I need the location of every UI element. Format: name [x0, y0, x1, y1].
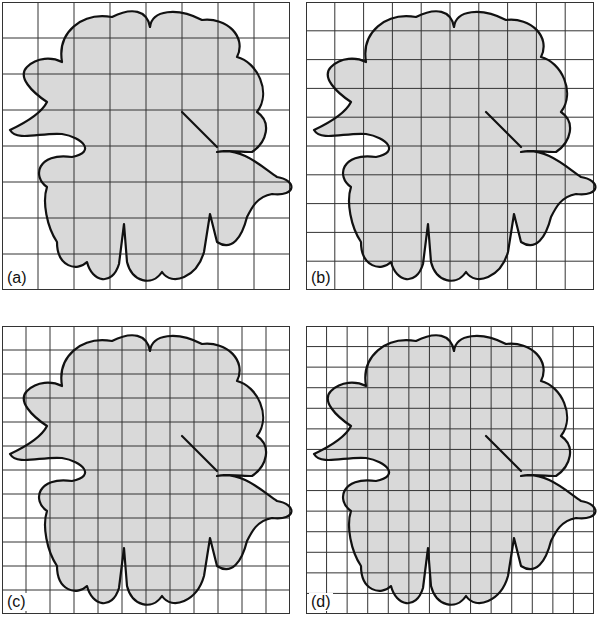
- grid-line: [306, 146, 594, 147]
- grid-line: [478, 2, 479, 290]
- grid-line: [218, 2, 219, 290]
- grid-line: [536, 2, 537, 290]
- grid-line: [491, 326, 492, 614]
- grid-line: [170, 326, 171, 614]
- shape-outline: [314, 335, 595, 604]
- grid-line: [2, 590, 290, 591]
- grid-line: [2, 182, 290, 183]
- grid-line: [565, 2, 566, 290]
- grid-line: [306, 490, 594, 491]
- grid-panel: [306, 2, 595, 290]
- grid-line: [218, 326, 219, 614]
- panel-label: (d): [309, 593, 333, 611]
- slit-line: [182, 436, 217, 471]
- grid-line: [511, 326, 512, 614]
- grid-line: [2, 254, 290, 255]
- grid-line: [2, 146, 290, 147]
- grid-line: [306, 552, 594, 553]
- grid-panel: [2, 326, 291, 614]
- grid-line: [2, 566, 290, 567]
- grid-line: [254, 2, 255, 290]
- grid-line: [2, 494, 290, 495]
- grid-line: [306, 572, 594, 573]
- grid-line: [470, 326, 471, 614]
- shape-outline: [314, 11, 595, 280]
- grid-line: [552, 326, 553, 614]
- grid-line: [306, 174, 594, 175]
- panel-frame: [307, 3, 594, 290]
- slit-line: [486, 112, 521, 147]
- slit-line: [182, 112, 217, 147]
- grid-line: [194, 326, 195, 614]
- panel-frame: [3, 3, 290, 290]
- grid-line: [306, 232, 594, 233]
- grid-line: [306, 593, 594, 594]
- grid-line: [2, 470, 290, 471]
- grid-line: [306, 261, 594, 262]
- grid-line: [573, 326, 574, 614]
- grid-line: [532, 326, 533, 614]
- grid-line: [306, 470, 594, 471]
- shape-outline: [10, 11, 291, 280]
- panel-label: (b): [309, 269, 333, 287]
- grid-panel: [2, 2, 291, 290]
- panel-frame: [307, 327, 594, 614]
- panel-label: (c): [5, 593, 28, 611]
- slit-line: [486, 436, 521, 471]
- grid-line: [242, 326, 243, 614]
- shape-outline: [10, 335, 291, 604]
- grid-panel: [306, 326, 595, 614]
- panel-label: (a): [5, 269, 29, 287]
- grid-line: [266, 326, 267, 614]
- grid-line: [182, 2, 183, 290]
- panel-frame: [3, 327, 290, 614]
